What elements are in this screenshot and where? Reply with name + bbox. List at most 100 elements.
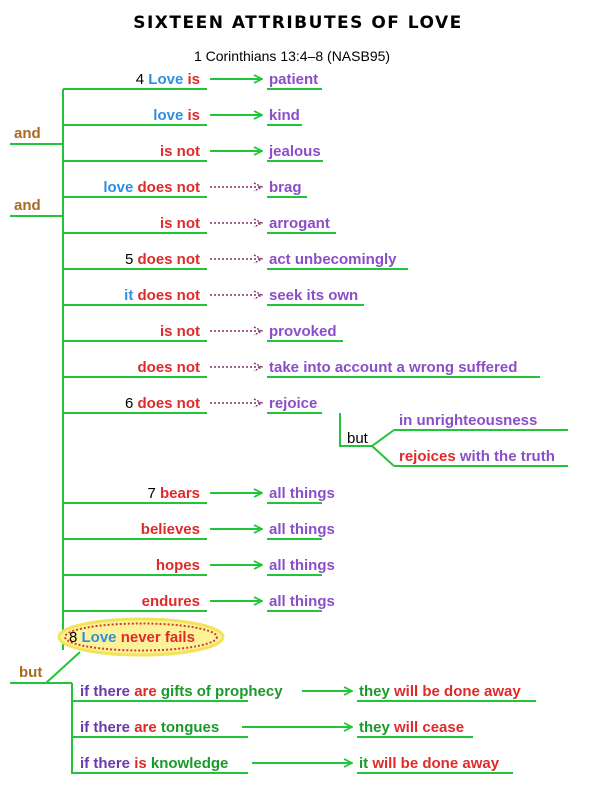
row-attribute: all things (269, 485, 335, 502)
row-attribute: kind (269, 107, 300, 124)
condition-verb: are (134, 719, 157, 736)
condition-noun: tongues (161, 719, 219, 736)
row-predicate: love is (153, 107, 200, 124)
attribute-row: is not provoked (63, 323, 343, 342)
row-attribute: act unbecomingly (269, 251, 397, 268)
attribute-row: 4 Love is patient (63, 71, 322, 90)
verse-number: 5 (125, 251, 133, 268)
row-verb: bears (160, 485, 200, 502)
scripture-reference: 1 Corinthians 13:4–8 (NASB95) (194, 48, 390, 64)
condition-clause: if there is knowledge (80, 755, 228, 772)
result-verb: will be done away (371, 755, 499, 772)
condition-row: if there are tongues they will cease (72, 719, 473, 738)
rejoice-branch-in-unrighteousness: in unrighteousness (399, 412, 537, 429)
row-subject: love (153, 107, 183, 124)
condition-result: they will be done away (359, 683, 521, 700)
row-attribute: provoked (269, 323, 337, 340)
row-attribute: take into account a wrong suffered (269, 359, 517, 376)
row-predicate: love does not (103, 179, 200, 196)
row-attribute: arrogant (269, 215, 330, 232)
attribute-row: believes all things (63, 521, 335, 540)
condition-if: if there (80, 683, 130, 700)
love-never-fails-text: 8 Love never fails (69, 629, 195, 646)
row-predicate: is not (160, 143, 200, 160)
condition-result: they will cease (359, 719, 464, 736)
row-predicate: it does not (124, 287, 200, 304)
rejoice-branch-stem (339, 413, 372, 447)
result-subject: they (359, 719, 391, 736)
condition-noun: knowledge (151, 755, 229, 772)
row-verb: does not (138, 287, 201, 304)
row-attribute: brag (269, 179, 302, 196)
attribute-row: 5 does not act unbecomingly (63, 251, 408, 270)
attribute-row: is not jealous (63, 143, 323, 162)
rejoice-branch-lower-slant (371, 445, 395, 467)
row-attribute: all things (269, 521, 335, 538)
never-fails-verb: never fails (121, 629, 195, 646)
attribute-row: love does not brag (63, 179, 307, 198)
row-predicate: 7 bears (147, 485, 200, 502)
row-subject: love (103, 179, 133, 196)
verse-number: 4 (136, 71, 144, 88)
row-attribute: all things (269, 593, 335, 610)
row-predicate: 4 Love is (136, 71, 200, 88)
condition-if: if there (80, 755, 130, 772)
verse-number-8: 8 (69, 629, 77, 646)
row-verb: does not (138, 395, 201, 412)
condition-clause: if there are tongues (80, 719, 219, 736)
row-attribute: jealous (268, 143, 321, 160)
connector-and-1: and (14, 125, 41, 142)
row-verb: endures (142, 593, 200, 610)
condition-if: if there (80, 719, 130, 736)
row-subject: Love (148, 71, 183, 88)
result-verb: will be done away (393, 683, 521, 700)
condition-row: if there is knowledge it will be done awa… (72, 755, 513, 774)
verse-number: 7 (147, 485, 155, 502)
highlight-ellipse-dotted (64, 622, 218, 652)
attribute-row: 7 bears all things (63, 485, 335, 504)
love-never-fails: 8 Love never fails (57, 617, 225, 657)
row-predicate: hopes (156, 557, 200, 574)
row-predicate: endures (142, 593, 200, 610)
but-slant-to-spine (45, 651, 81, 684)
attribute-row: hopes all things (63, 557, 335, 576)
highlight-ellipse (57, 617, 225, 657)
row-subject: it (124, 287, 133, 304)
rejoice-branch: but in unrighteousness rejoices with the… (339, 412, 568, 467)
result-subject: it (359, 755, 368, 772)
row-verb: does not (138, 359, 201, 376)
verse-number: 6 (125, 395, 133, 412)
row-predicate: does not (138, 359, 201, 376)
row-verb: does not (138, 251, 201, 268)
row-attribute: rejoice (269, 395, 317, 412)
rejoice-branch-upper-slant (371, 429, 395, 447)
row-predicate: 6 does not (125, 395, 200, 412)
row-verb: is not (160, 215, 200, 232)
rejoices-verb: rejoices (399, 448, 456, 465)
attribute-row: is not arrogant (63, 215, 336, 234)
result-verb: will cease (393, 719, 464, 736)
attribute-row: does not take into account a wrong suffer… (63, 359, 540, 378)
row-predicate: is not (160, 215, 200, 232)
row-verb: is (187, 107, 200, 124)
love-subject: Love (82, 629, 117, 646)
attribute-rows: 4 Love is patient love is kind is not jealous… (63, 71, 540, 612)
row-attribute: patient (269, 71, 318, 88)
diagram-title: SIXTEEN ATTRIBUTES OF LOVE (133, 13, 463, 33)
attribute-row: love is kind (63, 107, 302, 126)
row-verb: believes (141, 521, 200, 538)
connector-but-rejoice: but (347, 430, 369, 447)
connector-and-2: and (14, 197, 41, 214)
row-predicate: believes (141, 521, 200, 538)
row-predicate: 5 does not (125, 251, 200, 268)
row-verb: does not (138, 179, 201, 196)
row-predicate: is not (160, 323, 200, 340)
rejoice-branch-with-the-truth: rejoices with the truth (399, 448, 555, 465)
with-the-truth-text: with the truth (459, 448, 555, 465)
row-attribute: seek its own (269, 287, 358, 304)
row-verb: is not (160, 143, 200, 160)
row-attribute: all things (269, 557, 335, 574)
